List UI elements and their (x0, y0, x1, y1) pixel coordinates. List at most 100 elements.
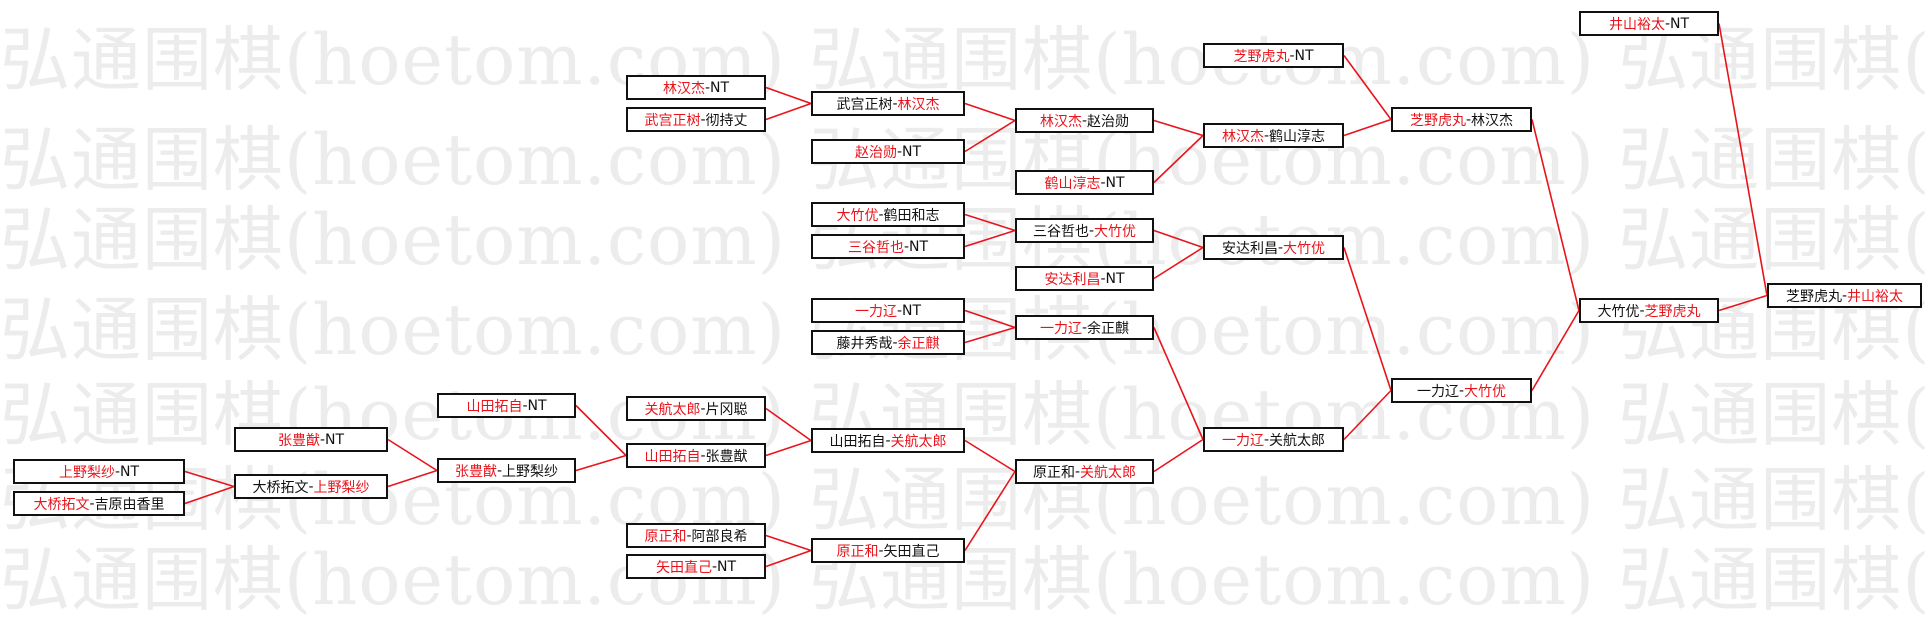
separator: - (878, 542, 884, 559)
match-node: 芝野虎丸-井山裕太 (1767, 283, 1922, 308)
player-2: NT (527, 397, 547, 414)
separator: - (1081, 319, 1088, 336)
player-1: 三谷哲也 (847, 239, 904, 256)
separator: - (522, 397, 528, 414)
player-1: 大竹优 (1597, 303, 1640, 320)
player-2: 井山裕太 (1847, 288, 1904, 305)
match-node: 关航太郎-片冈聪 (626, 396, 766, 421)
match-node: 芝野虎丸-NT (1203, 43, 1344, 68)
connector-line (1343, 118, 1392, 137)
player-2: 关航太郎 (890, 433, 947, 450)
player-2: 关航太郎 (1080, 464, 1137, 481)
player-2: 赵治勋 (1087, 113, 1130, 130)
player-1: 林汉杰 (662, 80, 705, 97)
connector-line (765, 534, 812, 552)
player-2: 关航太郎 (1269, 432, 1326, 449)
connector-line (1153, 119, 1204, 137)
player-1: 井山裕太 (1608, 16, 1665, 33)
connector-line (1153, 229, 1204, 249)
player-2: NT (1670, 15, 1690, 32)
player-1: 关航太郎 (644, 401, 701, 418)
separator: - (1639, 302, 1645, 319)
separator: - (1081, 112, 1088, 129)
connector-line (1153, 246, 1204, 280)
separator: - (1664, 15, 1671, 32)
separator: - (1841, 287, 1848, 304)
player-1: 山田拓自 (829, 433, 886, 450)
connector-line (964, 119, 1016, 153)
connector-line (765, 549, 812, 568)
match-node: 三谷哲也-大竹优 (1015, 218, 1154, 243)
match-node: 林汉杰-NT (626, 75, 766, 100)
player-1: 安达利昌 (1044, 271, 1101, 288)
separator: - (1458, 382, 1465, 399)
connector-line (1153, 438, 1204, 473)
connector-line (765, 407, 812, 442)
connector-line (1718, 294, 1768, 312)
match-node: 大桥拓文-吉原由香里 (13, 491, 185, 516)
player-1: 大竹优 (836, 207, 879, 224)
connector-line (964, 102, 1016, 122)
match-node: 井山裕太-NT (1579, 11, 1719, 36)
connector-line (765, 86, 812, 105)
separator: - (1100, 174, 1106, 191)
separator: - (892, 95, 898, 112)
player-1: 武宫正树 (836, 96, 893, 113)
player-2: 鹤山淳志 (1269, 128, 1326, 145)
player-1: 山田拓自 (466, 398, 523, 415)
match-node: 张豊猷-NT (234, 427, 388, 452)
match-node: 一力辽-关航太郎 (1203, 427, 1344, 452)
match-node: 原正和-阿部良希 (626, 523, 766, 548)
player-1: 一力辽 (1039, 320, 1082, 337)
separator: - (704, 79, 711, 96)
player-1: 芝野虎丸 (1409, 112, 1466, 129)
match-node: 大桥拓文-上野梨纱 (234, 474, 388, 499)
match-node: 鹤山淳志-NT (1015, 170, 1154, 195)
connector-line (1153, 327, 1204, 440)
match-node: 林汉杰-赵治勋 (1015, 108, 1154, 133)
player-1: 一力辽 (1416, 383, 1459, 400)
player-1: 原正和 (1032, 464, 1075, 481)
connector-line (964, 439, 1016, 473)
connector-line (964, 229, 1016, 248)
connector-line (1531, 119, 1580, 311)
player-2: NT (902, 302, 922, 319)
player-1: 林汉杰 (1221, 128, 1264, 145)
connector-line (184, 485, 235, 505)
player-2: NT (710, 79, 730, 96)
separator: - (892, 334, 898, 351)
separator: - (700, 111, 706, 128)
player-2: NT (1294, 47, 1314, 64)
match-node: 安达利昌-NT (1015, 266, 1154, 291)
match-node: 原正和-矢田直己 (811, 538, 965, 563)
separator: - (700, 400, 706, 417)
match-node: 一力辽-余正麒 (1015, 315, 1154, 340)
match-node: 山田拓自-NT (437, 393, 576, 418)
match-node: 一力辽-大竹优 (1391, 378, 1532, 403)
separator: - (896, 143, 903, 160)
player-2: NT (325, 431, 345, 448)
connector-line (1718, 23, 1768, 296)
connector-line (1343, 389, 1392, 441)
player-1: 张豊猷 (454, 463, 497, 480)
match-node: 武宫正树-彻持丈 (626, 107, 766, 132)
player-1: 大桥拓文 (33, 496, 90, 513)
player-2: 矢田直己 (883, 543, 940, 560)
player-2: 彻持丈 (705, 112, 748, 129)
player-2: 林汉杰 (1471, 112, 1514, 129)
match-node: 大竹优-鹤田和志 (811, 202, 965, 227)
player-2: 大竹优 (1464, 383, 1507, 400)
connector-line (1343, 247, 1392, 391)
match-node: 张豊猷-上野梨纱 (437, 458, 576, 483)
separator: - (903, 238, 910, 255)
player-2: 上野梨纱 (313, 479, 370, 496)
separator: - (1100, 270, 1106, 287)
player-1: 安达利昌 (1221, 240, 1278, 257)
separator: - (1074, 463, 1081, 480)
player-1: 原正和 (644, 528, 687, 545)
separator: - (1263, 431, 1270, 448)
player-2: 芝野虎丸 (1644, 303, 1701, 320)
separator: - (319, 431, 326, 448)
player-1: 一力辽 (1221, 432, 1264, 449)
separator: - (878, 206, 884, 223)
